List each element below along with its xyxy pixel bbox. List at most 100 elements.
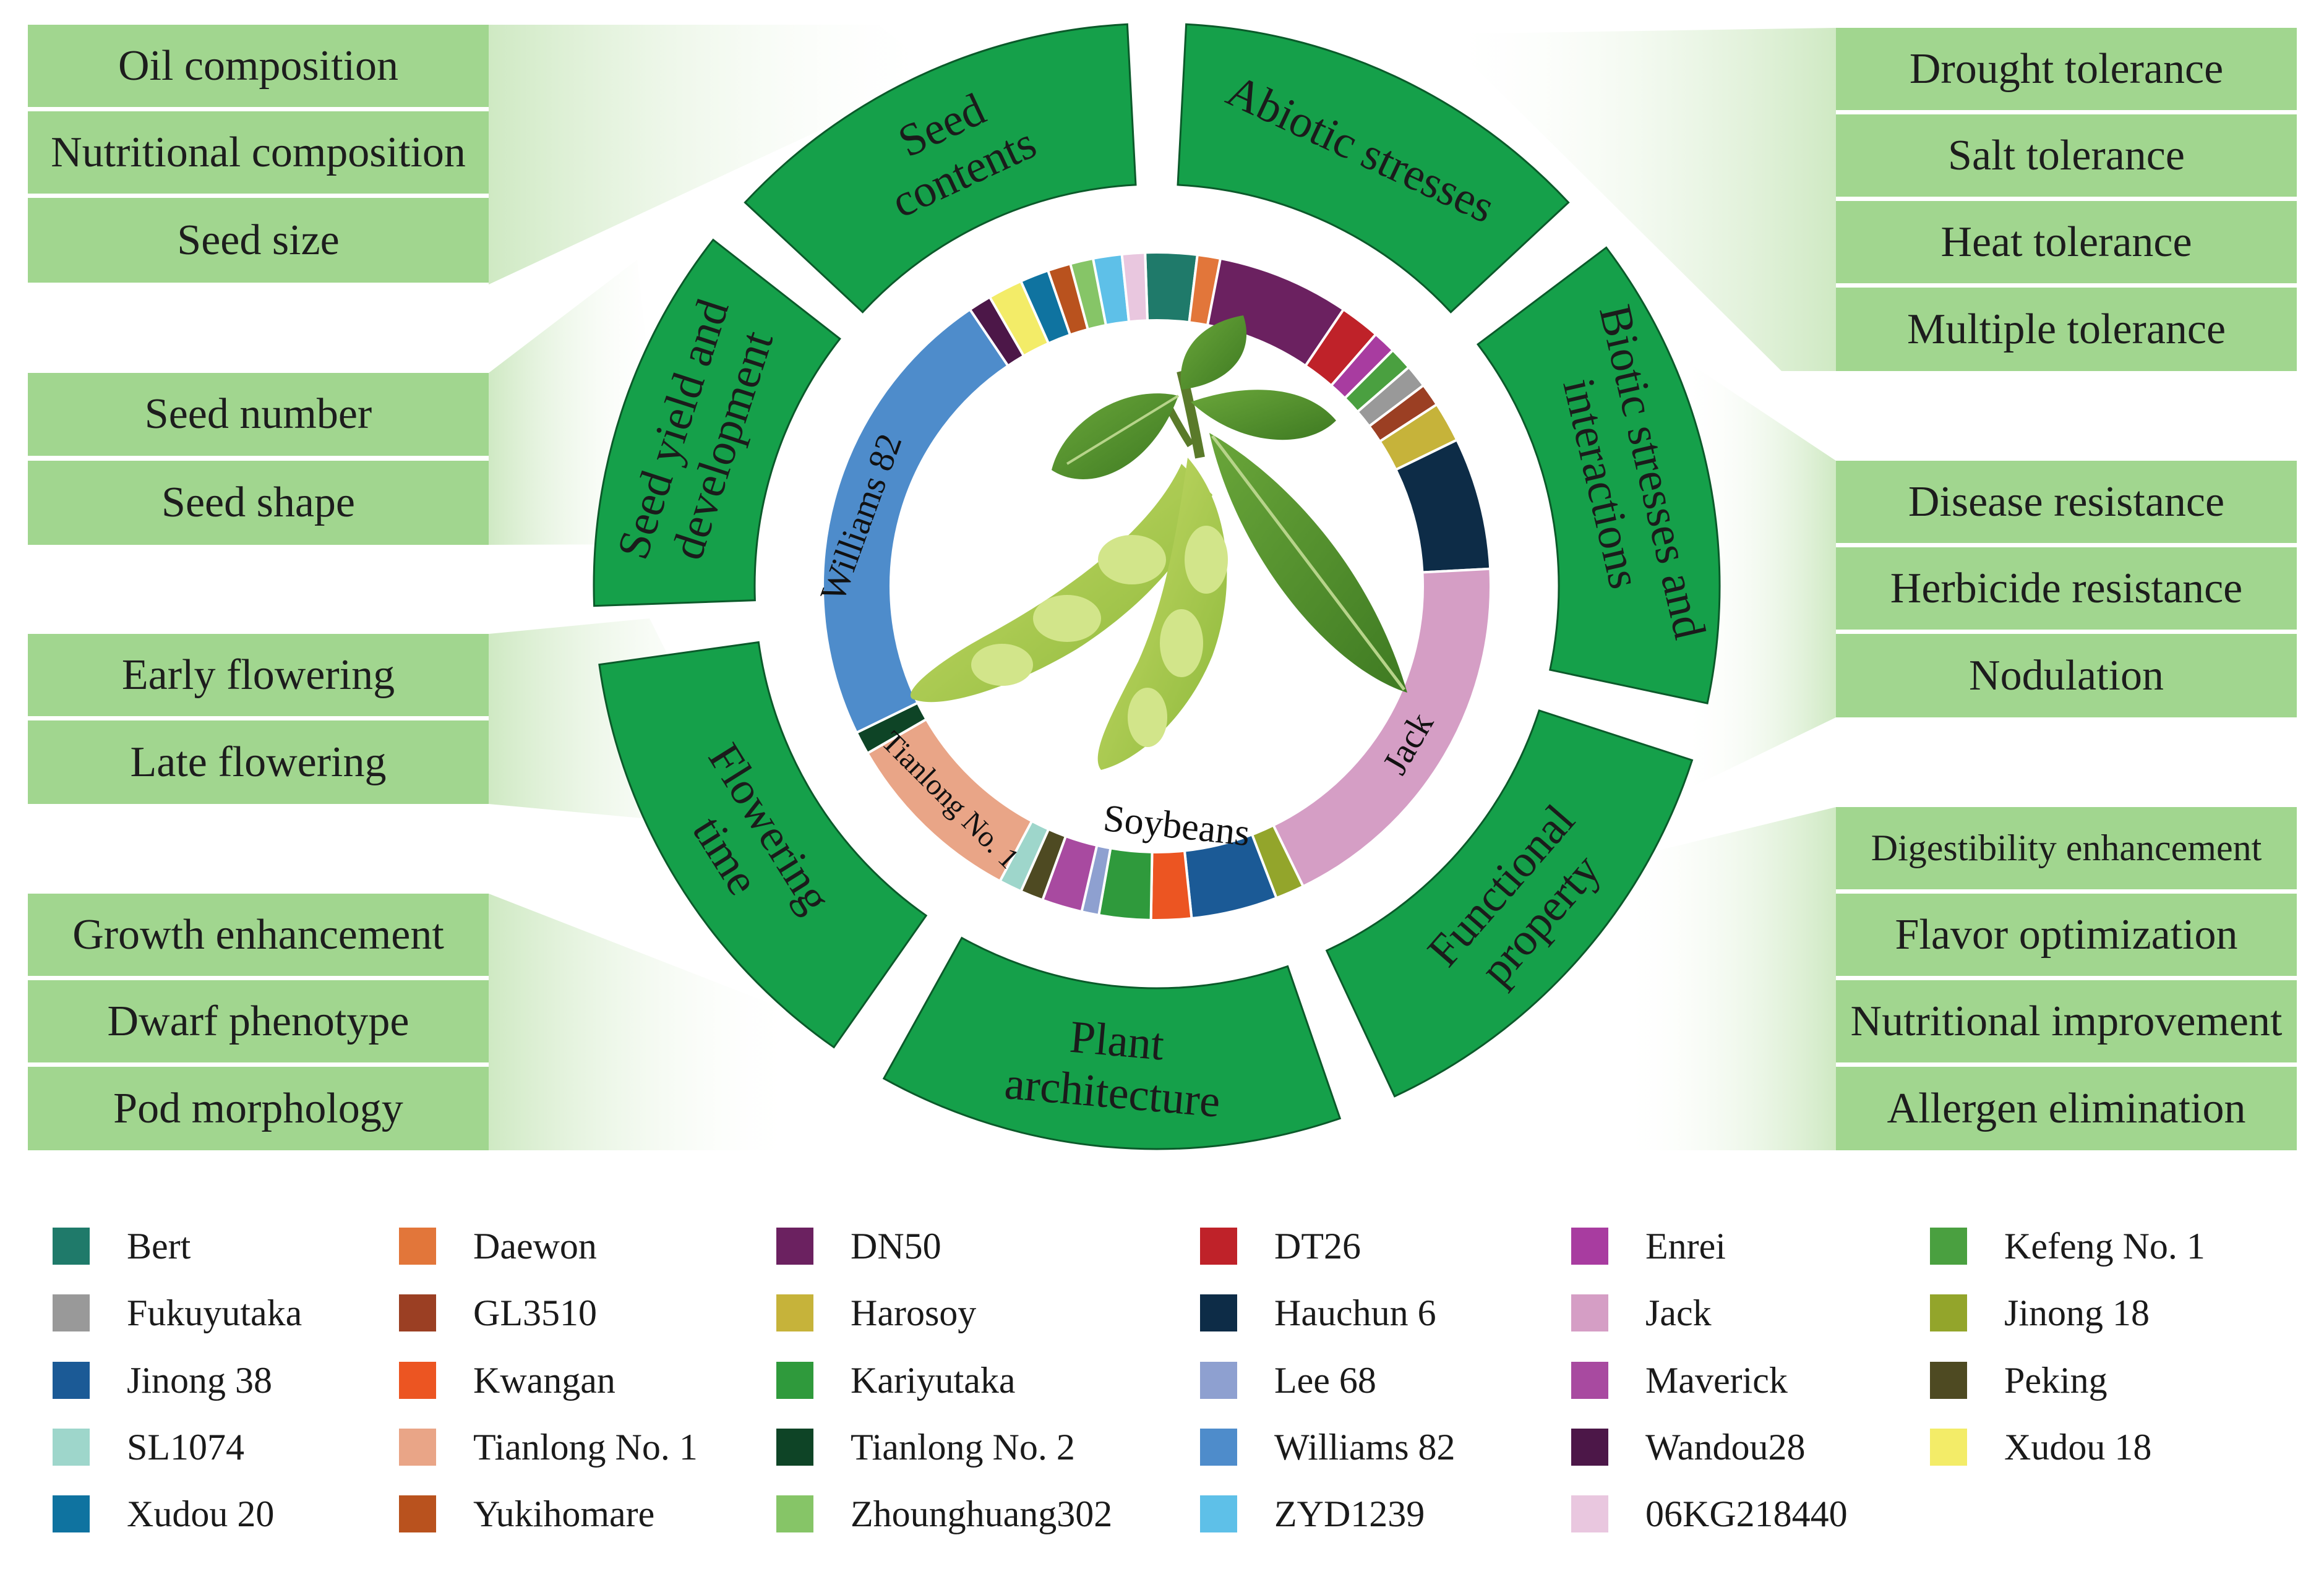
legend-swatch xyxy=(1930,1429,1967,1466)
legend-swatch xyxy=(1200,1429,1237,1466)
soybean-plant-icon xyxy=(910,315,1407,770)
legend-label: Zhounghuang302 xyxy=(851,1493,1113,1534)
trait-box-heat-tolerance: Heat tolerance xyxy=(1836,201,2297,283)
legend-item: Xudou 18 xyxy=(1930,1422,2151,1472)
variety-segment-kwangan xyxy=(1149,849,1193,921)
legend-item: Kwangan xyxy=(399,1356,615,1405)
legend-swatch xyxy=(53,1495,90,1532)
legend-label: ZYD1239 xyxy=(1274,1493,1425,1534)
category-label-seed-contents: Seedcontents xyxy=(862,71,1044,228)
legend-item: Wandou28 xyxy=(1571,1422,1805,1472)
legend-swatch xyxy=(399,1429,436,1466)
fan-abiotic-stresses xyxy=(1441,28,1836,371)
trait-box-disease-resistance: Disease resistance xyxy=(1836,461,2297,543)
trait-box-dwarf-phenotype: Dwarf phenotype xyxy=(28,980,489,1062)
legend-swatch xyxy=(53,1228,90,1265)
legend-item: Xudou 20 xyxy=(53,1489,274,1539)
legend-item: Zhounghuang302 xyxy=(776,1489,1112,1539)
legend-swatch xyxy=(1571,1294,1608,1331)
trait-box-nutritional-improvement: Nutritional improvement xyxy=(1836,980,2297,1062)
legend-label: Jinong 38 xyxy=(127,1359,273,1401)
legend-label: Enrei xyxy=(1645,1225,1726,1267)
legend-swatch xyxy=(776,1495,813,1532)
legend-swatch xyxy=(1571,1495,1608,1532)
legend-swatch xyxy=(399,1294,436,1331)
legend-item: Tianlong No. 2 xyxy=(776,1422,1075,1472)
trait-box-allergen-elimination: Allergen elimination xyxy=(1836,1067,2297,1150)
legend-item: Enrei xyxy=(1571,1221,1726,1271)
legend-item: SL1074 xyxy=(53,1422,244,1472)
legend-item: Williams 82 xyxy=(1200,1422,1456,1472)
legend-swatch xyxy=(1571,1228,1608,1265)
legend-label: Williams 82 xyxy=(1274,1426,1456,1468)
legend-label: Peking xyxy=(2004,1359,2107,1401)
legend-label: Jack xyxy=(1645,1292,1712,1333)
trait-box-salt-tolerance: Salt tolerance xyxy=(1836,114,2297,197)
legend-label: Daewon xyxy=(473,1225,597,1267)
legend-label: Tianlong No. 2 xyxy=(851,1426,1075,1468)
category-segment-seed-contents xyxy=(744,23,1137,314)
category-segment-functional-property xyxy=(1325,709,1694,1098)
legend-item: Fukuyutaka xyxy=(53,1288,302,1338)
legend-label: DT26 xyxy=(1274,1225,1361,1267)
legend-item: Hauchun 6 xyxy=(1200,1288,1436,1338)
legend-item: Daewon xyxy=(399,1221,597,1271)
legend-swatch xyxy=(1930,1362,1967,1399)
legend-item: DT26 xyxy=(1200,1221,1361,1271)
trait-box-drought-tolerance: Drought tolerance xyxy=(1836,28,2297,110)
trait-box-digestibility-enhancement: Digestibility enhancement xyxy=(1836,807,2297,889)
trait-box-nutritional-composition: Nutritional composition xyxy=(28,111,489,194)
legend-swatch xyxy=(1571,1362,1608,1399)
fan-biotic-stresses xyxy=(1683,359,1836,792)
legend-label: Kefeng No. 1 xyxy=(2004,1225,2205,1267)
legend-item: Jinong 18 xyxy=(1930,1288,2150,1338)
legend-label: Harosoy xyxy=(851,1292,977,1333)
trait-box-seed-number: Seed number xyxy=(28,373,489,456)
legend-item: Kefeng No. 1 xyxy=(1930,1221,2205,1271)
category-segment-flowering-time xyxy=(598,641,928,1049)
legend-swatch xyxy=(399,1495,436,1532)
legend-swatch xyxy=(1571,1429,1608,1466)
legend-label: DN50 xyxy=(851,1225,941,1267)
legend-item: Jinong 38 xyxy=(53,1356,272,1405)
legend-swatch xyxy=(1200,1228,1237,1265)
fan-seed-contents xyxy=(489,25,940,284)
legend-swatch xyxy=(776,1294,813,1331)
fan-functional-property xyxy=(1621,807,1836,1150)
legend-swatch xyxy=(399,1362,436,1399)
legend-item: ZYD1239 xyxy=(1200,1489,1425,1539)
legend-item: DN50 xyxy=(776,1221,941,1271)
legend-swatch xyxy=(1930,1294,1967,1331)
legend-label: Jinong 18 xyxy=(2004,1292,2150,1333)
legend-swatch xyxy=(53,1362,90,1399)
legend-label: Fukuyutaka xyxy=(127,1292,302,1333)
legend-label: Kwangan xyxy=(473,1359,615,1401)
legend-label: Kariyutaka xyxy=(851,1359,1016,1401)
legend-swatch xyxy=(1200,1495,1237,1532)
category-segment-abiotic-stresses xyxy=(1177,23,1570,314)
trait-box-seed-size: Seed size xyxy=(28,198,489,283)
legend-label: GL3510 xyxy=(473,1292,597,1333)
legend-swatch xyxy=(1200,1294,1237,1331)
legend-label: Xudou 18 xyxy=(2004,1426,2152,1468)
legend-item: GL3510 xyxy=(399,1288,597,1338)
legend-label: Hauchun 6 xyxy=(1274,1292,1436,1333)
legend-item: 06KG218440 xyxy=(1571,1489,1848,1539)
trait-box-pod-morphology: Pod morphology xyxy=(28,1067,489,1150)
legend-swatch xyxy=(776,1362,813,1399)
legend-swatch xyxy=(1200,1362,1237,1399)
category-segment-seed-yield xyxy=(593,238,841,607)
trait-box-nodulation: Nodulation xyxy=(1836,634,2297,717)
legend-swatch xyxy=(53,1294,90,1331)
legend-item: Harosoy xyxy=(776,1288,976,1338)
trait-box-seed-shape: Seed shape xyxy=(28,461,489,545)
legend-item: Peking xyxy=(1930,1356,2107,1405)
category-segment-biotic-stresses xyxy=(1477,246,1721,704)
legend-swatch xyxy=(1930,1228,1967,1265)
legend-item: Maverick xyxy=(1571,1356,1788,1405)
legend-item: Jack xyxy=(1571,1288,1712,1338)
fan-plant-architecture xyxy=(489,894,798,1150)
